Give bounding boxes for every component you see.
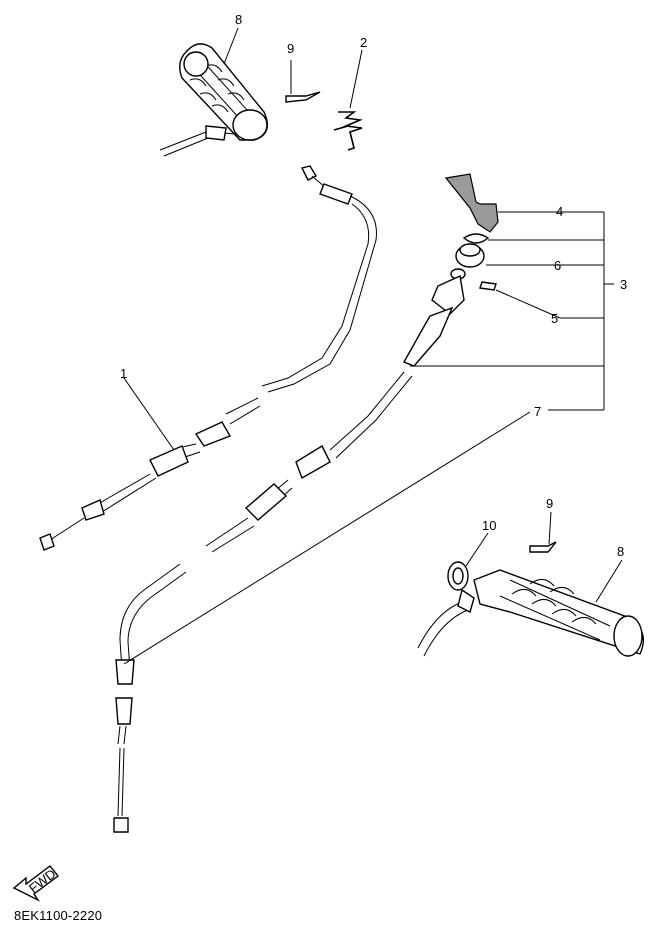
callout-2: 2 bbox=[360, 35, 367, 50]
cable-1 bbox=[39, 165, 377, 551]
diagram-code: 8EK1100-2220 bbox=[14, 908, 103, 923]
throttle-assembly bbox=[402, 173, 499, 367]
callout-5: 5 bbox=[551, 311, 558, 326]
callout-9-bottom: 9 bbox=[546, 496, 553, 511]
callout-1: 1 bbox=[120, 366, 127, 381]
callout-7: 7 bbox=[534, 404, 541, 419]
callout-9-top: 9 bbox=[287, 41, 294, 56]
grip-top bbox=[159, 43, 268, 157]
screw-top bbox=[285, 60, 321, 103]
grip-bottom bbox=[417, 511, 644, 657]
callout-10: 10 bbox=[482, 518, 496, 533]
callout-8-top: 8 bbox=[235, 12, 242, 27]
callout-6: 6 bbox=[554, 258, 561, 273]
callout-4: 4 bbox=[556, 204, 563, 219]
cable-7 bbox=[113, 371, 531, 833]
spring-clip bbox=[333, 49, 363, 151]
bracket-3 bbox=[410, 211, 614, 411]
callout-3: 3 bbox=[620, 277, 627, 292]
fwd-arrow bbox=[12, 865, 59, 902]
callout-8-bottom: 8 bbox=[617, 544, 624, 559]
